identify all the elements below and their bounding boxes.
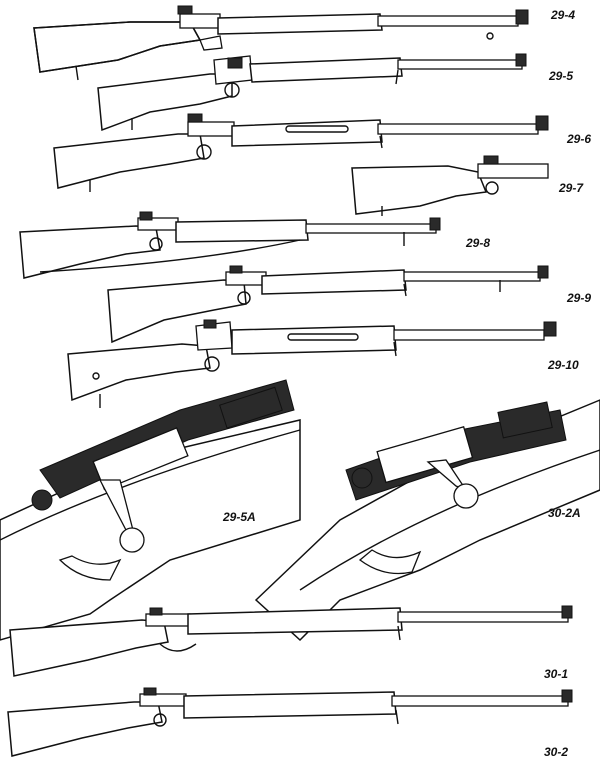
figure-label-29-5a: 29-5A	[223, 510, 256, 524]
rifle-30-2-drawing	[7, 687, 573, 757]
rifle-29-9-drawing	[107, 265, 549, 344]
rifle-30-1-drawing	[9, 605, 573, 677]
detail-30-2a-drawing	[254, 399, 600, 642]
figure-label-29-6: 29-6	[567, 132, 592, 146]
figure-label-29-4: 29-4	[551, 8, 576, 22]
figure-label-30-1: 30-1	[544, 667, 569, 681]
rifle-29-4-drawing	[33, 5, 529, 81]
figure-label-29-9: 29-9	[567, 291, 592, 305]
figure-label-30-2: 30-2	[544, 745, 569, 759]
figure-label-29-8: 29-8	[466, 236, 491, 250]
figure-label-29-5: 29-5	[549, 69, 574, 83]
figure-label-29-7: 29-7	[559, 181, 584, 195]
rifle-29-5-drawing	[97, 53, 527, 132]
figure-label-29-10: 29-10	[548, 358, 579, 372]
figure-label-30-2a: 30-2A	[548, 506, 581, 520]
rifle-29-8-drawing	[19, 211, 441, 279]
detail-29-5a-drawing	[0, 379, 301, 641]
rifle-29-10-drawing	[67, 319, 557, 408]
rifle-29-7-drawing	[351, 155, 549, 216]
rifle-29-6-drawing	[53, 113, 549, 192]
